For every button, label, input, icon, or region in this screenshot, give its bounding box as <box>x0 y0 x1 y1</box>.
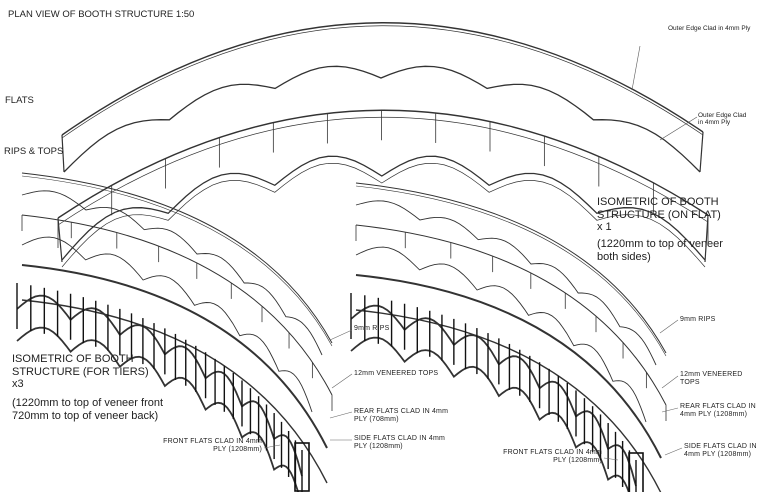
leader-line <box>329 329 353 341</box>
flats-label: FLATS <box>5 95 34 106</box>
leader-line <box>331 373 353 389</box>
iso-flat-rear-label: REAR FLATS CLAD IN 4mm PLY (1208mm) <box>680 403 756 419</box>
rips-scalloped-edge-inner <box>61 162 706 268</box>
leader-line <box>661 407 679 413</box>
drawing-title: PLAN VIEW OF BOOTH STRUCTURE 1:50 <box>8 9 195 20</box>
flats-end-right <box>699 131 704 173</box>
iso-flat-tops-outer <box>355 224 667 406</box>
leader-outer-edge-1 <box>631 45 641 91</box>
iso-flat-title: ISOMETRIC OF BOOTH STRUCTURE (ON FLAT) x… <box>597 196 721 234</box>
iso-tiers-side-flat <box>294 442 310 492</box>
iso-flat-frame-top <box>355 274 662 459</box>
rips-scalloped-edge <box>61 155 706 261</box>
iso-tiers-side-label: SIDE FLATS CLAD IN 4mm PLY (1208mm) <box>354 435 446 451</box>
rips-end-right <box>704 214 709 263</box>
iso-tiers-tops-label: 12mm VENEERED TOPS <box>354 370 439 377</box>
iso-flat-tops-scallop <box>355 246 647 423</box>
leader-line <box>263 444 281 449</box>
leader-outer-edge-2 <box>659 116 698 141</box>
iso-tiers-rear-label: REAR FLATS CLAD IN 4mm PLY (708mm) <box>354 408 449 424</box>
iso-flat-rips-label: 9mm RIPS <box>680 316 716 323</box>
flats-outer-edge <box>61 22 704 136</box>
flats-end-left <box>61 134 65 173</box>
iso-tiers-rips-outer <box>21 172 333 344</box>
iso-flat-rips-outer <box>355 182 667 354</box>
leader-line <box>661 375 679 389</box>
leader-line <box>664 447 683 456</box>
outer-edge-note-1: Outer Edge Clad in 4mm Ply <box>668 25 751 32</box>
iso-flat-side-flat <box>628 452 644 492</box>
outer-edge-note-2: Outer Edge Clad in 4mm Ply <box>698 112 747 127</box>
iso-flat-note: (1220mm to top of veneer both sides) <box>597 238 723 263</box>
flats-outer-edge-inner <box>61 25 704 139</box>
iso-tiers-tops-scallop <box>21 236 313 413</box>
leader-line <box>329 411 353 419</box>
iso-tiers-rips-label: 9mm RIPS <box>354 325 390 332</box>
iso-flat-side-label: SIDE FLATS CLAD IN 4mm PLY (1208mm) <box>684 443 757 459</box>
iso-tiers-front-label: FRONT FLATS CLAD IN 4mm PLY (1208mm) <box>163 438 262 454</box>
iso-tiers-frame-top <box>21 264 328 449</box>
leader-line <box>603 457 619 461</box>
iso-flat-rips-scallop <box>355 200 657 366</box>
flats-scalloped-edge <box>63 65 701 173</box>
iso-tiers-note: (1220mm to top of veneer front 720mm to … <box>12 397 164 422</box>
iso-tiers-rips-outer-2 <box>21 175 333 347</box>
iso-flat-front-label: FRONT FLATS CLAD IN 4mm PLY (1208mm) <box>503 449 602 465</box>
iso-flat-rips-outer-2 <box>355 185 667 357</box>
iso-tiers-tops-outer <box>21 214 333 396</box>
iso-flat-tops-label: 12mm VENEERED TOPS <box>680 371 743 387</box>
leader-line <box>659 319 679 334</box>
rips-tops-label: RIPS & TOPS <box>4 146 64 157</box>
iso-tiers-rips-scallop <box>21 190 323 356</box>
iso-tiers-title: ISOMETRIC OF BOOTH STRUCTURE (FOR TIERS)… <box>12 353 149 391</box>
